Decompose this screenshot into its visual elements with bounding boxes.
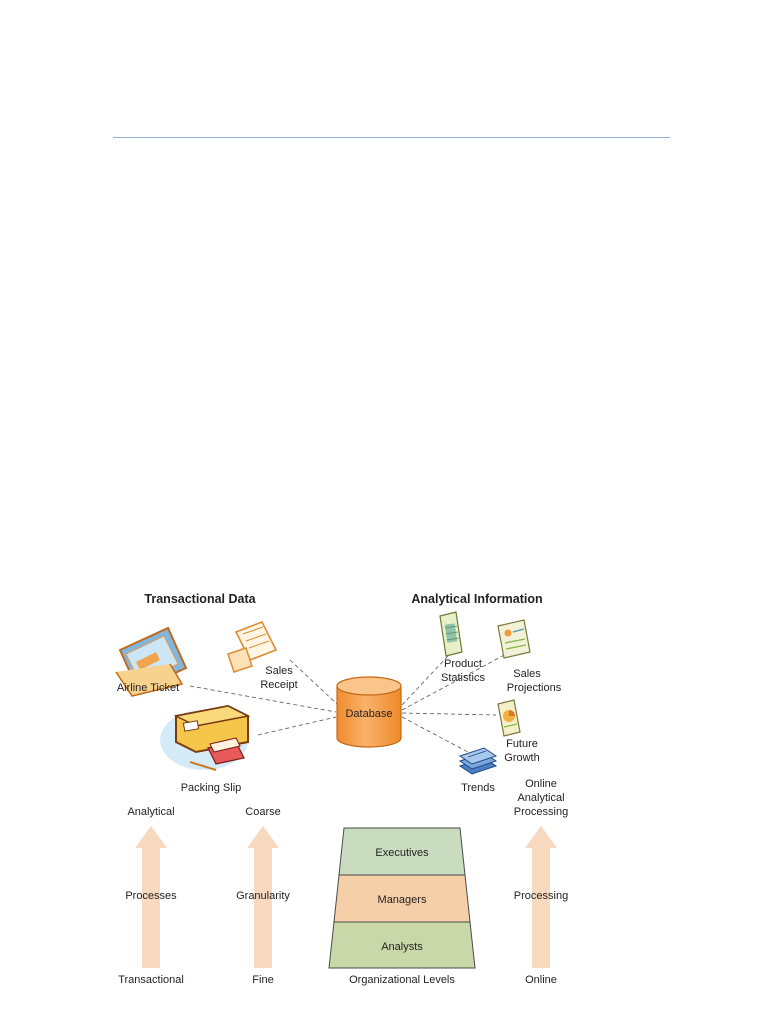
granularity-top-label: Coarse (245, 806, 280, 818)
granularity-middle-label: Granularity (236, 890, 290, 902)
sales-projections-label-line2: Projections (507, 682, 562, 694)
airline-ticket-label: Airline Ticket (117, 682, 179, 694)
organizational-levels-pyramid (328, 827, 476, 969)
executives-level-label: Executives (375, 847, 429, 859)
product-statistics-label-line2: Statistics (441, 672, 486, 684)
packing-slip-label: Packing Slip (181, 782, 242, 794)
product-statistics-icon (439, 611, 463, 657)
product-statistics-label-line1: Product (444, 658, 482, 670)
future-growth-label-line2: Growth (504, 752, 539, 764)
processes-arrow (135, 826, 167, 968)
trends-icon (458, 747, 498, 775)
processing-top-label-line1: Online (525, 778, 557, 790)
analytical-information-title: Analytical Information (411, 592, 542, 606)
processes-bottom-label: Transactional (118, 974, 184, 986)
processing-top-label-line2: Analytical (517, 792, 564, 804)
packing-slip-icon (160, 704, 251, 771)
organizational-levels-caption: Organizational Levels (349, 974, 455, 986)
future-growth-icon (497, 699, 521, 737)
analysts-level-label: Analysts (381, 941, 423, 953)
sales-receipt-label-line1: Sales (265, 665, 293, 677)
sales-projections-label-line1: Sales (513, 668, 541, 680)
processing-arrow (525, 826, 557, 968)
managers-level-label: Managers (378, 894, 427, 906)
database-cylinder (336, 676, 402, 748)
processing-bottom-label: Online (525, 974, 557, 986)
granularity-arrow (247, 826, 279, 968)
connector-lines (189, 652, 509, 753)
processes-top-label: Analytical (127, 806, 174, 818)
processes-middle-label: Processes (125, 890, 177, 902)
sales-receipt-icon (227, 620, 278, 673)
airline-ticket-icon (115, 626, 188, 697)
transactional-data-title: Transactional Data (144, 592, 256, 606)
processing-middle-label: Processing (514, 890, 568, 902)
granularity-bottom-label: Fine (252, 974, 273, 986)
trends-label: Trends (461, 782, 495, 794)
future-growth-label-line1: Future (506, 738, 538, 750)
processing-top-label-line3: Processing (514, 806, 568, 818)
sales-receipt-label-line2: Receipt (260, 679, 297, 691)
sales-projections-icon (497, 619, 531, 659)
horizontal-rule (113, 137, 670, 138)
database-label: Database (345, 708, 392, 720)
